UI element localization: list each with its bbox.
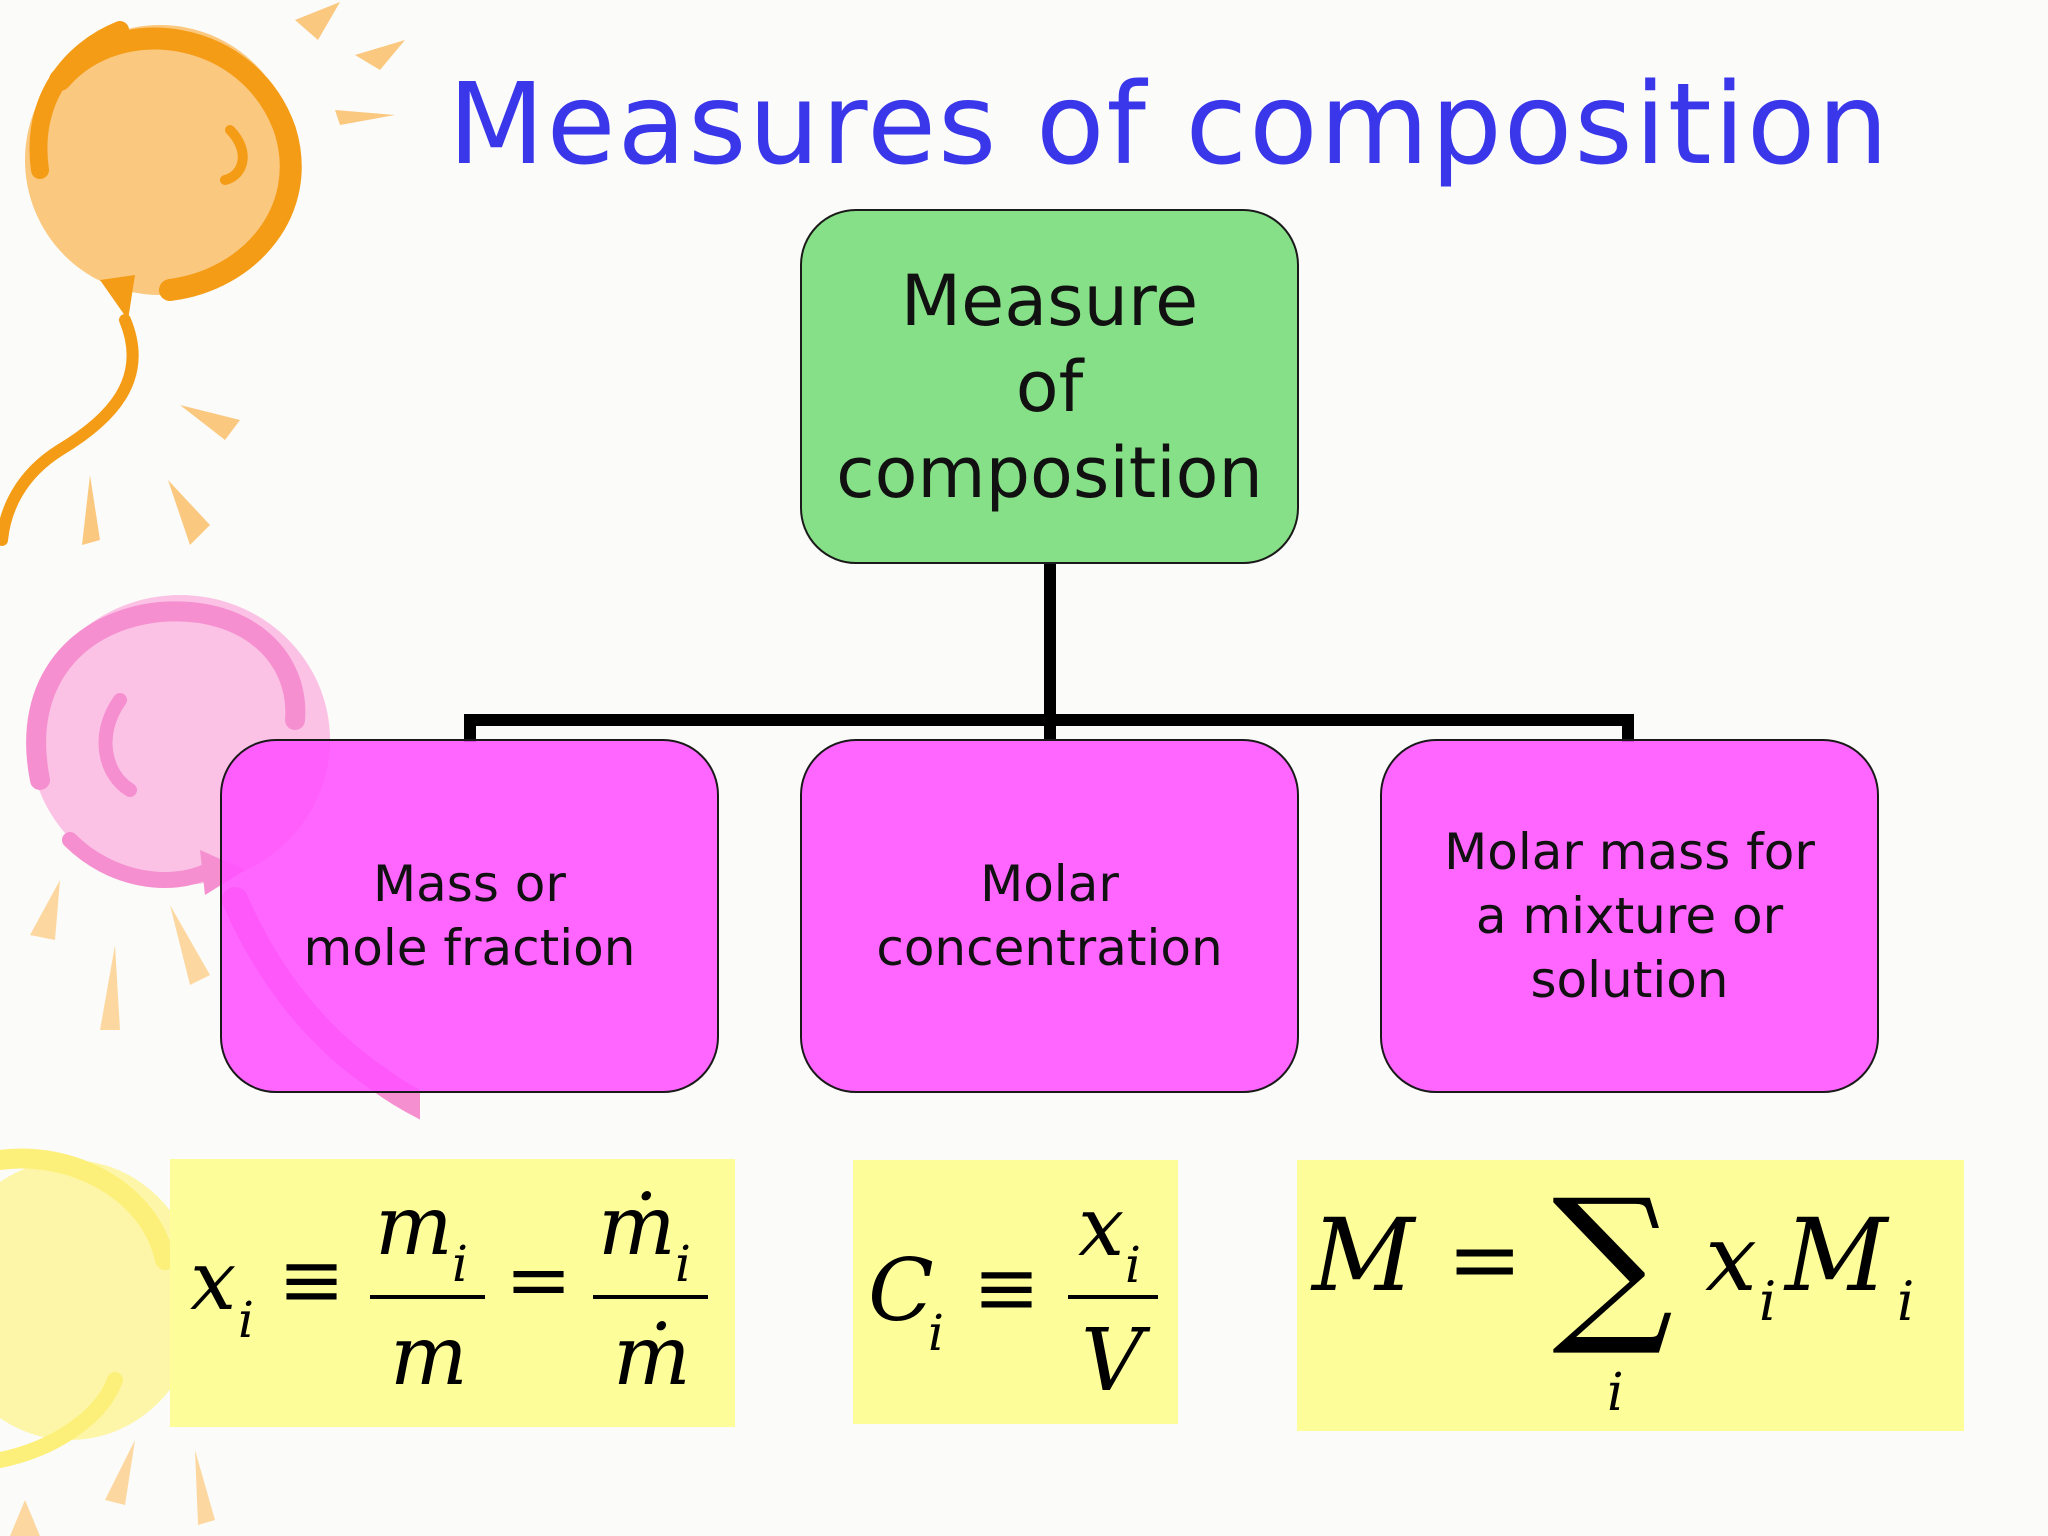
slide-title: Measures of composition [448, 60, 1891, 190]
child-1-line-1: Mass or [373, 855, 566, 913]
equation-molar-mass: M = ∑ i x i M i [1297, 1160, 1964, 1431]
eq2-lhs: C [868, 1241, 934, 1341]
eq1-lhs: x [190, 1234, 236, 1329]
child-node-mass-fraction: Mass or mole fraction [220, 739, 719, 1093]
eq2-den: V [1081, 1311, 1151, 1411]
root-line-2: of [1015, 345, 1084, 428]
child-node-label: Molar concentration [876, 852, 1222, 980]
eq3-x: x [1705, 1205, 1757, 1312]
eq2-lhs-sub: i [928, 1304, 944, 1362]
eq1-den2: ṁ [613, 1309, 691, 1404]
child-1-line-2: mole fraction [303, 919, 636, 977]
child-3-line-3: solution [1530, 951, 1729, 1009]
eq1-num2: ṁ [598, 1179, 676, 1274]
eq3-m-sub: i [1897, 1270, 1914, 1333]
eq3-eq: = [1447, 1207, 1522, 1312]
eq1-num1-sub: i [452, 1235, 468, 1293]
eq1-lhs-sub: i [238, 1291, 254, 1349]
child-2-line-1: Molar [980, 855, 1119, 913]
child-node-label: Mass or mole fraction [304, 852, 636, 980]
eq3-m: M [1783, 1197, 1890, 1314]
child-3-line-2: a mixture or [1475, 887, 1784, 945]
eq3-lhs: M [1310, 1197, 1417, 1314]
root-line-3: composition [836, 431, 1263, 514]
root-node-label: Measure of composition [836, 258, 1263, 516]
child-2-line-2: concentration [876, 919, 1223, 977]
child-node-label: Molar mass for a mixture or solution [1444, 820, 1815, 1012]
eq2-num: x [1078, 1180, 1124, 1275]
balloon-decoration [0, 2, 420, 1536]
eq1-equiv: ≡ [278, 1233, 345, 1326]
eq3-sum-index: i [1607, 1363, 1624, 1423]
child-node-molar-mass: Molar mass for a mixture or solution [1380, 739, 1879, 1093]
eq1-den1: m [390, 1309, 468, 1404]
eq1-eq: = [505, 1233, 572, 1326]
eq2-equiv: ≡ [973, 1241, 1040, 1334]
eq2-num-sub: i [1125, 1236, 1141, 1294]
eq3-sum: ∑ [1552, 1163, 1673, 1361]
eq1-num2-sub: i [675, 1235, 691, 1293]
child-node-molar-concentration: Molar concentration [800, 739, 1299, 1093]
yellow-balloon-icon [0, 1148, 215, 1536]
child-3-line-1: Molar mass for [1444, 823, 1815, 881]
orange-balloon-icon [0, 2, 405, 546]
root-node: Measure of composition [800, 209, 1299, 564]
eq3-x-sub: i [1759, 1270, 1776, 1333]
eq1-num1: m [375, 1179, 453, 1274]
equation-molar-concentration: C i ≡ x i V [853, 1160, 1178, 1424]
equation-mass-fraction: x i ≡ m i m = ṁ i ṁ [170, 1159, 735, 1427]
root-line-1: Measure [900, 259, 1199, 342]
